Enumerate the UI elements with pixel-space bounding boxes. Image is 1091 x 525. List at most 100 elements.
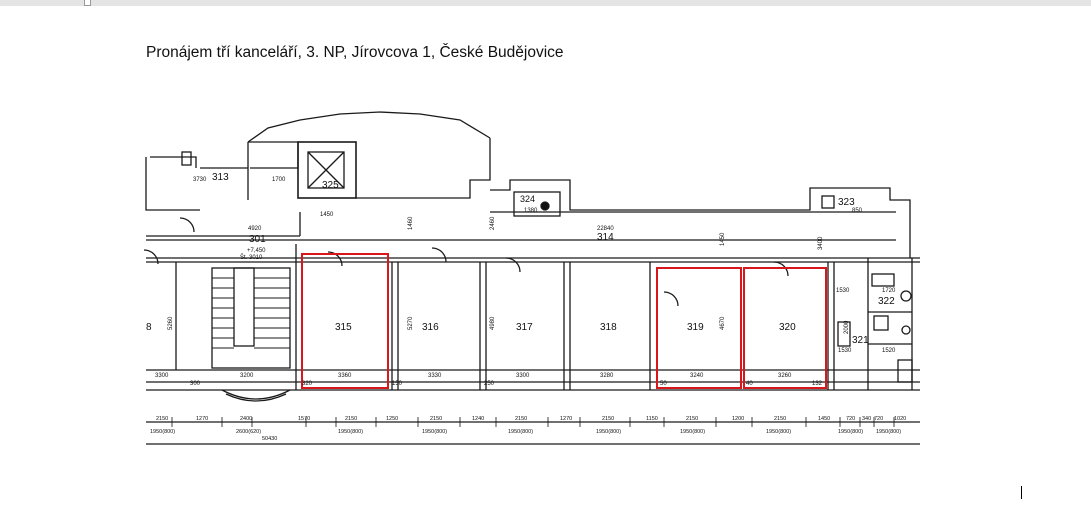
width-318: 3280 [600,373,614,379]
plan-line [821,195,835,209]
plan-line [225,393,287,402]
highlight-319 [656,267,742,389]
room-8: 8 [146,322,152,333]
width-250: 250 [484,381,495,387]
window-ticks [171,417,895,427]
plan-dimension-label: 1950(800) [596,429,621,435]
plan-dimension-label: 2400 [240,416,252,422]
page-corner-handle[interactable] [84,0,91,6]
office-320: 320 [779,322,796,333]
highlighted-offices [301,253,827,389]
dimension-labels: 3730 1700 4920 +7,450 Št. 3010 22840 145… [155,177,896,387]
dim-1450b: 1450 [320,212,334,218]
plan-dimension-label: 340 [862,416,871,422]
level-mark: +7,450 [247,248,266,254]
dim-1380: 1380 [524,208,538,214]
document-top-bar [0,0,1091,6]
room-322: 322 [878,296,895,307]
plan-line [873,315,889,331]
dim-1520: 1520 [882,348,896,354]
office-315: 315 [335,322,352,333]
highlight-320 [743,267,827,389]
dim-2460: 2460 [490,216,496,230]
plan-line [356,138,491,199]
plan-dimension-label: 1270 [560,416,572,422]
plan-dimension-label: 1950(800) [338,429,363,435]
depth-316: 5270 [408,316,414,330]
dim-2000: 2000 [844,320,850,334]
plan-line [221,389,291,400]
width-left: 3300 [155,373,169,379]
plan-dimension-label: 720 [846,416,855,422]
plan-dimension-label: 1240 [472,416,484,422]
room-323: 323 [838,197,855,208]
plan-dimension-label: 1570 [298,416,310,422]
plan-line [897,359,913,383]
plan-dimension-label: 1250 [386,416,398,422]
plan-line [150,156,197,168]
plan-line [327,251,343,267]
plan-dimension-label: 1950(800) [876,429,901,435]
plan-dimension-label: 1950(800) [838,429,863,435]
plan-line [145,157,200,211]
plan-line [901,325,911,335]
plan-line [490,179,830,211]
plan-line [248,141,299,169]
dim-1720: 1720 [882,288,896,294]
width-50: 50 [660,381,667,387]
plan-dimension-label: 2600(620) [236,429,261,435]
width-315: 3360 [338,373,352,379]
dim-1530b: 1530 [838,348,852,354]
plan-walls [143,111,920,445]
plan-line [505,257,521,273]
depth-319: 4670 [720,316,726,330]
plan-dimension-label: 720 [874,416,883,422]
dim-1700: 1700 [272,177,286,183]
width-150: 150 [392,381,403,387]
dim-3730: 3730 [193,177,207,183]
width-320: 3260 [778,373,792,379]
room-313: 313 [212,172,229,183]
width-40: 40 [746,381,753,387]
plan-line [307,151,345,189]
dim-1450: 1450 [720,232,726,246]
office-318: 318 [600,322,617,333]
plan-dimension-label: 2150 [156,416,168,422]
plan-dimension-label: 1200 [732,416,744,422]
dim-3400: 3400 [818,236,824,250]
dim-1460: 1460 [408,216,414,230]
room-325: 325 [322,180,339,191]
dim-4920: 4920 [248,226,262,232]
plan-dimension-label: 1950(800) [680,429,705,435]
plan-line [247,111,491,143]
plan-dimension-label: 1270 [196,416,208,422]
plan-dimension-label: 2150 [345,416,357,422]
plan-dimension-label: 1950(800) [766,429,791,435]
room-314: 314 [597,232,614,243]
room-321: 321 [852,335,869,346]
dim-22840: 22840 [597,226,614,232]
plan-dimension-label: 1950(800) [422,429,447,435]
plan-line [233,267,255,347]
width-stair: 3200 [240,373,254,379]
width-132: 132 [812,381,823,387]
plan-line [431,247,447,263]
plan-dimension-label: 2150 [430,416,442,422]
plan-dimension-label: 2150 [515,416,527,422]
highlight-315 [301,253,389,389]
stair-label: Št. 3010 [240,254,263,261]
room-labels: 313 325 324 323 301 314 322 321 8 315 31… [146,172,895,346]
plan-line [871,273,895,287]
plan-dimension-label: 1950(800) [150,429,175,435]
total-length: 50430 [262,436,277,442]
window-dimension-row: 2150 1270 2400 1570 2150 1250 2150 1240 … [150,416,906,442]
width-316: 3330 [428,373,442,379]
plan-dimension-label: 1150 [646,416,658,422]
plan-dimension-label: 2150 [686,416,698,422]
depth-317: 4980 [490,316,496,330]
width-319: 3240 [690,373,704,379]
vent-shaft [181,151,192,166]
plan-line [297,141,357,199]
plan-dimension-label: 2150 [774,416,786,422]
